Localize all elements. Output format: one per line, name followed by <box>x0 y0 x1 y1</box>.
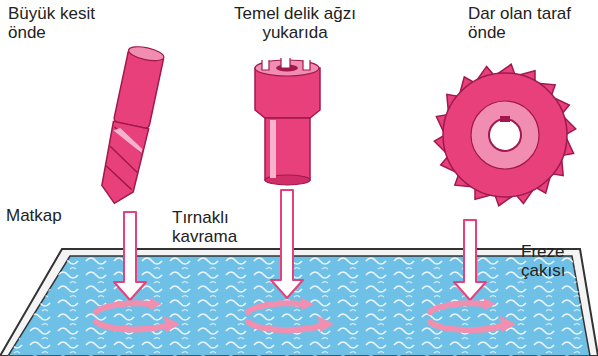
part-name: Tırnaklı kavrama <box>172 208 272 246</box>
claw-coupling <box>255 58 320 185</box>
orientation-note: Temel delik ağzı yukarıda <box>220 4 370 42</box>
dip-arrows <box>114 190 486 300</box>
orientation-note: Büyük kesit önde <box>8 4 118 42</box>
milling-cutter <box>434 64 575 205</box>
drill <box>97 44 165 207</box>
rotation-heads <box>150 298 516 332</box>
orientation-note: Dar olan taraf önde <box>468 4 588 42</box>
rotation-arrows <box>96 303 506 330</box>
part-name: Matkap <box>6 206 86 225</box>
part-name: Freze çakısı <box>521 242 595 280</box>
quench-bath <box>0 249 598 356</box>
cutter-teeth <box>434 64 575 205</box>
